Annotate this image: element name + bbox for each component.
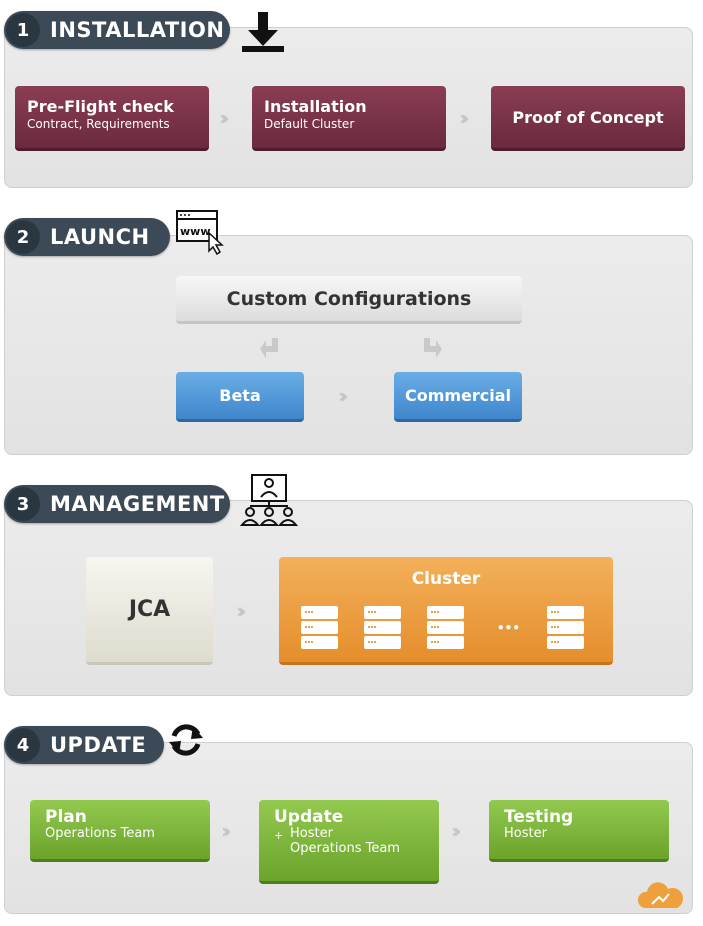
section-title: LAUNCH [50,225,150,249]
launch-panel [4,235,693,455]
commercial-box: Commercial [394,372,522,422]
arrow-right-icon: ›› [459,106,470,130]
plan-step: Plan Operations Team [30,800,210,862]
proof-of-concept-step: Proof of Concept [491,86,685,151]
launch-tab: 2 LAUNCH [4,218,170,256]
step-line: Hoster [504,826,547,841]
team-presentation-icon [239,474,299,526]
browser-www-icon: www [176,210,224,255]
arrow-right-icon: ›› [236,599,247,623]
custom-configurations-label: Custom Configurations [226,287,472,310]
step-title: Installation [264,97,367,116]
step-subtitle: Contract, Requirements [27,117,170,131]
update-step: Update + Hoster Operations Team [259,800,439,884]
beta-box: Beta [176,372,304,422]
step-line-2: Operations Team [290,841,400,856]
step-line: + Hoster Operations Team [274,826,439,856]
jca-box: JCA [86,557,213,665]
step-title: Update [274,807,344,827]
beta-label: Beta [219,386,261,405]
section-number: 4 [6,728,40,762]
arrow-right-icon: ›› [221,819,232,843]
arrow-down-left-icon [260,338,278,358]
arrow-right-icon: ›› [451,819,462,843]
server-icon [301,606,338,649]
arrow-down-right-icon [424,338,442,358]
server-icon [547,606,584,649]
custom-configurations-box: Custom Configurations [176,276,522,324]
step-title: Proof of Concept [512,107,664,127]
svg-text:www: www [180,225,211,238]
download-icon [242,12,284,52]
server-icon [364,606,401,649]
plus-icon: + [274,829,284,842]
refresh-icon [169,724,203,756]
step-subtitle: Default Cluster [264,117,355,131]
preflight-step: Pre-Flight check Contract, Requirements [15,86,209,151]
installation-step: Installation Default Cluster [252,86,446,151]
jca-label: JCA [128,597,171,622]
section-number: 2 [6,220,40,254]
update-tab: 4 UPDATE [4,726,164,764]
server-icon [427,606,464,649]
cloud-icon [637,882,683,908]
step-line: Operations Team [45,826,155,841]
arrow-right-icon: ›› [338,384,349,408]
section-title: MANAGEMENT [50,492,225,516]
section-title: INSTALLATION [50,18,225,42]
commercial-label: Commercial [404,386,512,405]
section-title: UPDATE [50,733,147,757]
cluster-box: Cluster ••• [279,557,613,665]
step-title: Testing [504,807,574,827]
step-title: Pre-Flight check [27,97,174,116]
cluster-ellipsis: ••• [497,621,521,635]
section-number: 1 [6,13,40,47]
cluster-label: Cluster [411,569,481,589]
section-number: 3 [6,487,40,521]
testing-step: Testing Hoster [489,800,669,862]
arrow-right-icon: ›› [219,106,230,130]
step-title: Plan [45,807,87,827]
management-tab: 3 MANAGEMENT [4,485,230,523]
step-line-1: Hoster [290,826,333,841]
installation-tab: 1 INSTALLATION [4,11,230,49]
